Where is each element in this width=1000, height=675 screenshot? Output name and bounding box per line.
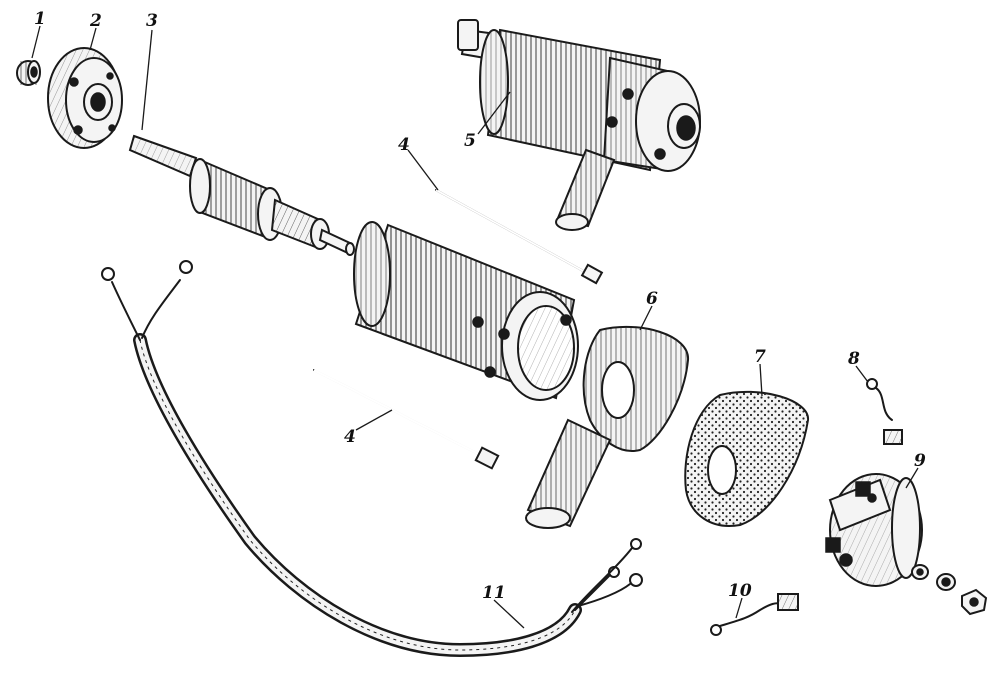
callout-label-9: 9 bbox=[914, 451, 926, 471]
band-icon bbox=[525, 325, 690, 529]
callout-label-4-upper: 4 bbox=[398, 135, 410, 155]
end-cover-icon bbox=[47, 47, 123, 149]
callout-label-4-lower: 4 bbox=[344, 427, 356, 447]
starter-assembly-icon bbox=[457, 19, 701, 231]
brush-icon bbox=[866, 378, 903, 445]
tie-bolt-icon bbox=[313, 368, 500, 470]
callout-label-5: 5 bbox=[464, 131, 476, 151]
cable-harness-icon bbox=[101, 260, 643, 658]
housing-icon bbox=[353, 221, 579, 401]
bushing-icon bbox=[16, 60, 41, 86]
callout-label-1: 1 bbox=[34, 9, 46, 29]
callout-label-3: 3 bbox=[146, 11, 158, 31]
leader-lines bbox=[31, 25, 919, 629]
cover-band-icon bbox=[684, 390, 810, 527]
callout-label-10: 10 bbox=[728, 581, 752, 601]
callout-labels: 1 2 3 4 4 5 6 7 8 9 10 11 bbox=[34, 9, 926, 603]
callout-label-7: 7 bbox=[754, 347, 766, 367]
callout-label-2: 2 bbox=[89, 11, 102, 31]
callout-label-6: 6 bbox=[646, 289, 658, 309]
callout-label-8: 8 bbox=[847, 349, 860, 369]
brush-icon bbox=[710, 593, 799, 636]
callout-label-11: 11 bbox=[482, 583, 506, 603]
armature-icon bbox=[128, 134, 355, 256]
tie-bolt-icon bbox=[435, 189, 604, 285]
brush-holder-icon bbox=[825, 473, 988, 616]
